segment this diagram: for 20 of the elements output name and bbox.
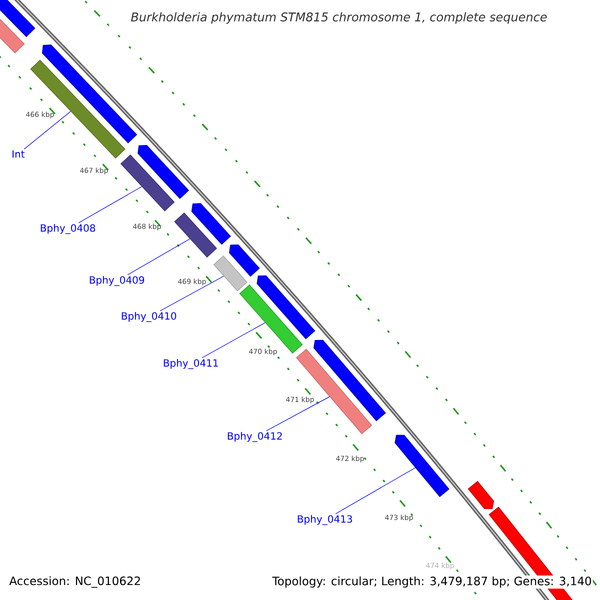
footer-text: Accession: NC_010622 (8, 575, 142, 589)
footer-text: Topology: circular; Length: 3,479,187 bp; Genes: 3,140 (271, 575, 593, 589)
gene-label: Bphy_0412 (228, 432, 282, 442)
leader-line (335, 467, 416, 514)
gene-label: Bphy_0409 (90, 276, 144, 286)
leader-line (78, 186, 142, 224)
gene-label: Bphy_0413 (298, 515, 352, 525)
leader-line (202, 322, 266, 358)
gene-label: Bphy_0411 (164, 359, 218, 369)
gene-arrow (394, 434, 450, 498)
leader-line (24, 111, 71, 150)
gene-bar (213, 256, 248, 292)
title: Burkholderia phymatum STM815 chromosome 1, complete sequence (131, 12, 547, 24)
gene-bar (239, 284, 303, 354)
leader-line (266, 396, 330, 432)
leader-line (160, 276, 224, 312)
gene-label: Bphy_0408 (40, 224, 96, 234)
gene-label: Bphy_0410 (122, 312, 176, 322)
gene-label: Int (12, 150, 25, 158)
leader-line (127, 238, 190, 276)
